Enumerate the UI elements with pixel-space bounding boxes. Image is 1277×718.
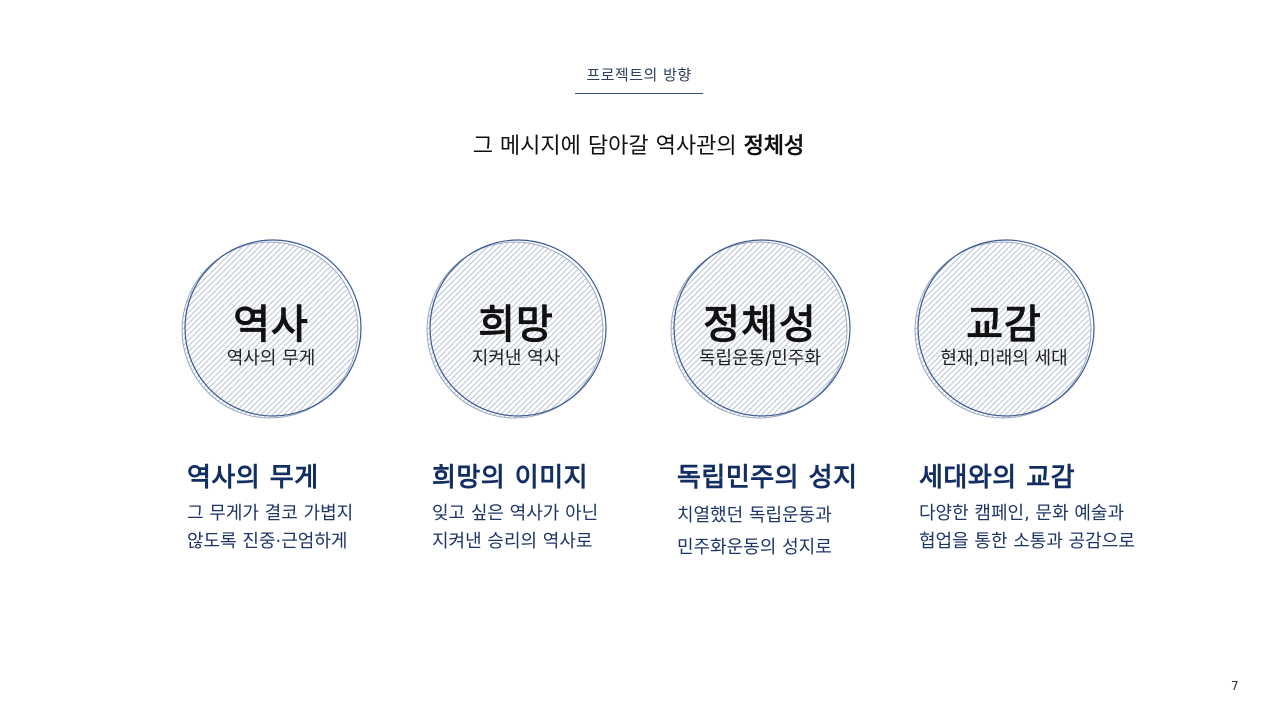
card-description-line: 그 무게가 결코 가볍지 [187, 503, 354, 524]
card-communion: 세대와의 교감 다양한 캠페인, 문화 예술과 협업을 통한 소통과 공감으로 [919, 457, 1199, 556]
card-title: 독립민주의 성지 [677, 463, 858, 493]
card-title: 희망의 이미지 [432, 463, 589, 493]
hatched-circle-icon [181, 239, 362, 419]
circle-title: 희망 [478, 302, 554, 348]
card-description-line: 다양한 캠페인, 문화 예술과 [919, 503, 1125, 524]
card-description-line: 잊고 싶은 역사가 아닌 [432, 503, 599, 524]
card-description-line: 않도록 진중·근엄하게 [187, 531, 348, 552]
circle-title: 역사 [233, 302, 309, 348]
hatched-circle-icon [670, 239, 851, 419]
card-description-line: 지켜낸 승리의 역사로 [432, 531, 593, 552]
page-headline: 그 메시지에 담아갈 역사관의 정체성 [0, 128, 1277, 160]
card-title: 세대와의 교감 [919, 463, 1076, 493]
card-history: 역사의 무게 그 무게가 결코 가볍지 않도록 진중·근엄하게 [187, 457, 427, 556]
card-identity: 독립민주의 성지 치열했던 독립운동과 민주화운동의 성지로 [677, 457, 917, 564]
card-hope: 희망의 이미지 잊고 싶은 역사가 아닌 지켜낸 승리의 역사로 [432, 457, 672, 556]
circle-subtitle: 역사의 무게 [226, 348, 316, 369]
card-description-line: 치열했던 독립운동과 [677, 505, 832, 526]
hatched-circle-icon [914, 239, 1095, 419]
circle-title: 교감 [966, 302, 1042, 348]
card-title: 역사의 무게 [187, 463, 319, 493]
page-number: 7 [1231, 679, 1239, 693]
circle-subtitle: 지켜낸 역사 [471, 348, 561, 369]
circle-history: 역사 역사의 무게 [178, 237, 364, 423]
card-description-line: 민주화운동의 성지로 [677, 537, 832, 558]
section-label: 프로젝트의 방향 [575, 64, 703, 94]
circle-identity: 정체성 독립운동/민주화 [667, 237, 853, 423]
headline-emphasis: 정체성 [743, 134, 805, 159]
hatched-circle-icon [426, 239, 607, 419]
circle-subtitle: 현재,미래의 세대 [940, 348, 1068, 369]
circle-communion: 교감 현재,미래의 세대 [911, 237, 1097, 423]
card-description-line: 협업을 통한 소통과 공감으로 [919, 531, 1135, 552]
headline-text: 그 메시지에 담아갈 역사관의 [472, 134, 744, 159]
circle-subtitle: 독립운동/민주화 [699, 348, 821, 369]
circle-hope: 희망 지켜낸 역사 [423, 237, 609, 423]
circle-title: 정체성 [703, 302, 817, 348]
